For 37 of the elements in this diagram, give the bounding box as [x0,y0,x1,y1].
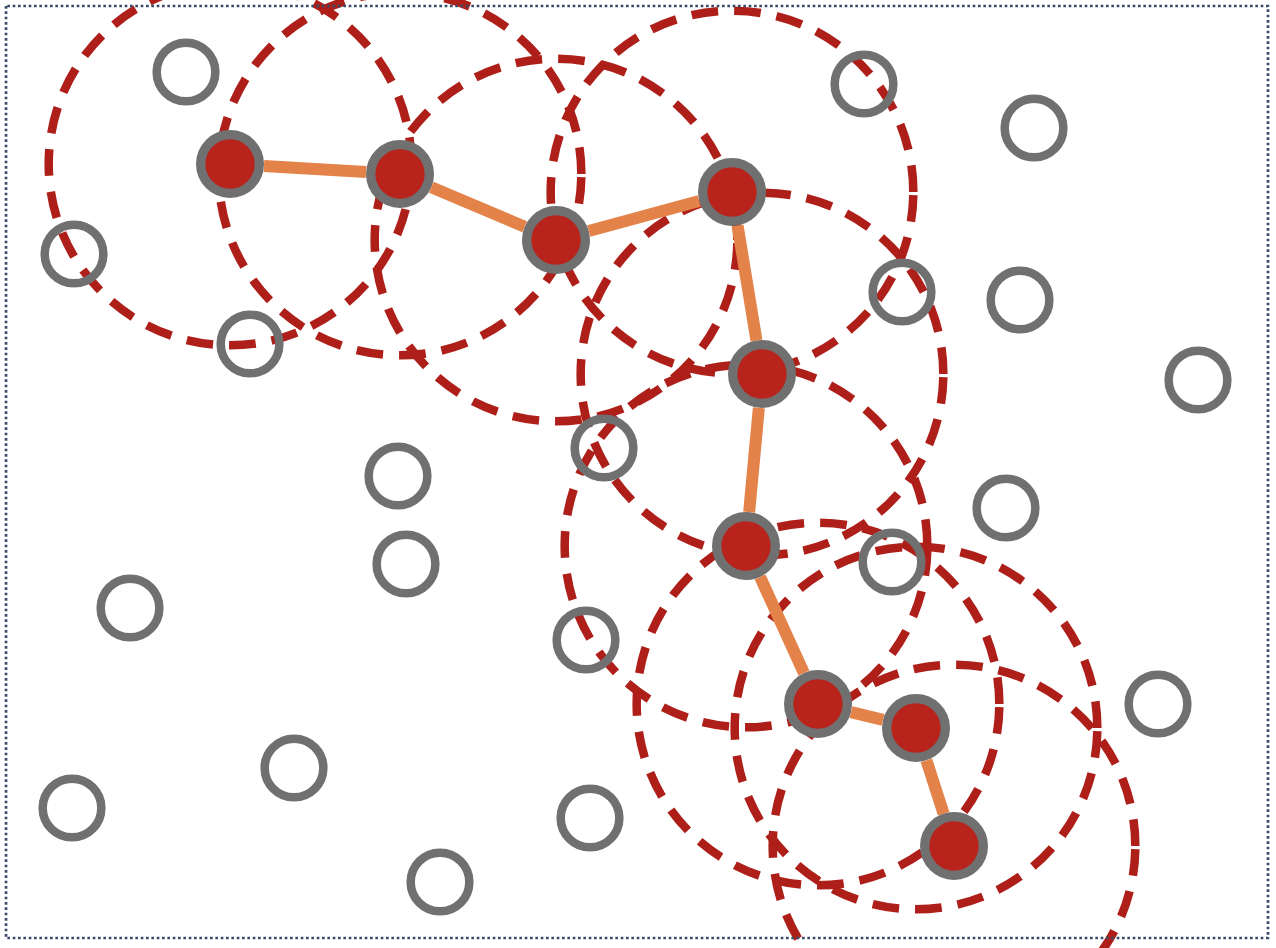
link-line [731,224,763,342]
filled-circle [698,158,766,226]
hollow-circle [556,784,624,852]
hollow-circle [40,220,108,288]
hollow-circle [552,606,620,674]
hollow-circle [406,848,474,916]
link-line [849,706,885,726]
hollow-circle [858,528,926,596]
filled-circle [522,206,590,274]
hollow-circle [868,258,936,326]
link-line [920,758,950,816]
link-line [743,407,765,513]
filled-circle [882,694,950,762]
hollow-circle [986,266,1054,334]
hollow-circle [364,442,432,510]
hollow-circle [972,474,1040,542]
filled-circle [728,340,796,408]
filled-circle [196,130,264,198]
hollow-circle [152,38,220,106]
hollow-circle [1000,94,1068,162]
hollow-circle [1164,346,1232,414]
hollow-circle [830,50,898,118]
hollow-circle [372,530,440,598]
filled-circle [784,670,852,738]
filled-circle [920,812,988,880]
link-line [587,195,701,237]
link-line [754,574,810,676]
hollow-circle [570,414,638,482]
hollow-circle [1124,670,1192,738]
filled-circle [712,512,780,580]
hollow-circle [260,734,328,802]
hollow-circle [96,574,164,642]
filled-circle [366,140,434,208]
hollow-circle [38,774,106,842]
link-line [263,160,367,178]
hollow-circle [216,310,284,378]
link-line [429,181,528,233]
